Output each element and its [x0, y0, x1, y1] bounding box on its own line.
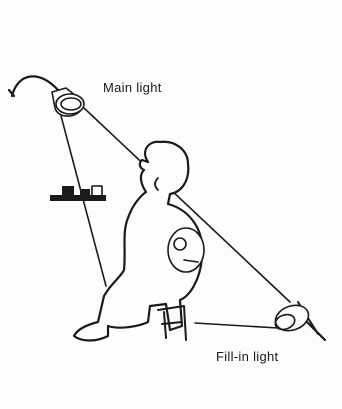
- camera-icon: [168, 228, 204, 272]
- main-light-label: Main light: [103, 80, 162, 95]
- main-light-icon: [52, 88, 84, 116]
- main-light-cable: [12, 76, 58, 96]
- fill-light-beam: [195, 323, 278, 328]
- shelf-icon: [50, 186, 106, 201]
- fill-light-icon: [272, 301, 325, 340]
- fill-light-label: Fill-in light: [216, 349, 278, 364]
